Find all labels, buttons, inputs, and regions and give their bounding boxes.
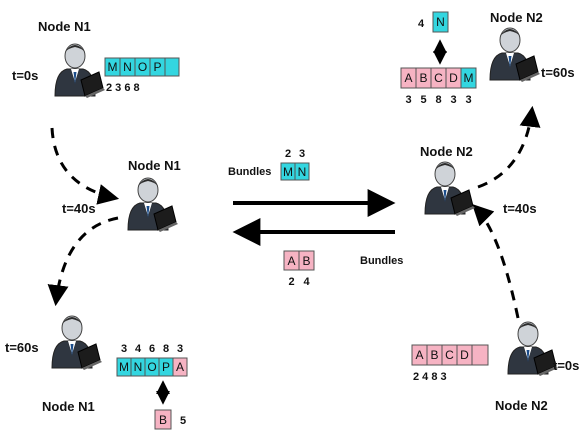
buffer-tl-cell-text: M [108,60,118,74]
node-label-mr: Node N2 [420,144,473,159]
time-label-bl: t=60s [5,340,39,355]
node-icon-br [507,321,559,377]
exchange-to-n1-cell-text: B [302,254,310,268]
node-icon-ml [127,177,179,233]
node-label-br: Node N2 [495,398,548,413]
buffer-tl-cell-text: N [123,60,132,74]
buffer-bl-cell-text: N [134,360,143,374]
buffer-tr-number: 5 [420,94,426,106]
dropped-bundle-bl: B 5 [154,409,186,430]
buffer-bl-number: 3 [121,343,127,355]
node-label-ml: Node N1 [128,158,181,173]
time-label-ml: t=40s [62,201,96,216]
exchange-to-n1-cell [298,250,315,271]
buffer-bl-cell-text: M [119,360,129,374]
node-label-tl: Node N1 [38,19,91,34]
buffer-br-cell [471,344,489,366]
buffer-bl-cell [172,357,188,377]
time-label-mr: t=40s [503,201,537,216]
node-icon-tl [54,43,106,99]
node-icon-tr [489,27,541,83]
flow-arrow-n1-40-to-60 [47,216,119,307]
flow-arrow-n2-0-to-40 [472,204,520,319]
buffer-tr-cell-text: M [464,71,474,85]
buffer-br-cell-text: C [445,348,454,362]
buffer-tl-cell-text: O [138,60,147,74]
buffer-bl-cell-text: O [147,360,156,374]
buffer-br-cell-text: D [460,348,469,362]
buffer-br: A B C D 2 4 8 3 [411,344,489,383]
exchange-label-to-n2: Bundles [228,166,271,178]
buffer-bl-number: 6 [149,343,155,355]
node-label-tr: Node N2 [490,10,543,25]
buffer-tr-number: 3 [450,94,456,106]
buffer-tr-cell-text: B [419,71,427,85]
buffer-tr-number: 3 [405,94,411,106]
exchange-to-n2-cell [294,162,310,181]
dropped-tr-cell [432,11,449,33]
buffer-tr-number: 3 [465,94,471,106]
dropped-bl-cell-text: B [159,413,167,427]
exchange-bundles-to-n2: M N 2 3 [280,148,310,181]
node-label-bl: Node N1 [42,399,95,414]
dropped-tr-number: 4 [418,18,425,30]
buffer-tl: M N O P 2 3 6 8 [104,57,180,94]
dropped-bl-number: 5 [180,415,186,427]
buffer-tl-cell [164,57,180,77]
buffer-br-cell-text: B [430,348,438,362]
exchange-to-n1-cell-text: A [287,254,295,268]
dropped-tr-cell-text: N [436,15,445,29]
exchange-to-n1-number: 2 [288,276,294,288]
buffer-tl-numbers: 2 3 6 8 [106,82,140,94]
buffer-br-numbers: 2 4 8 3 [413,371,447,383]
exchange-bundles-to-n1: A B 2 4 [283,250,315,288]
time-label-tl: t=0s [12,68,38,83]
exchange-to-n2-cell-text: M [283,165,293,179]
buffer-bl-number: 3 [177,343,183,355]
buffer-br-cell-text: A [415,348,423,362]
buffer-tr: A B C D M 3 5 8 3 3 [400,67,477,106]
dropped-bl-cell [154,409,172,430]
node-icon-mr [424,161,476,217]
exchange-to-n1-number: 4 [303,276,310,288]
dropped-bundle-tr: N 4 [418,11,449,33]
exchange-to-n2-number: 2 [285,148,291,160]
flow-arrow-n2-40-to-60 [477,105,541,189]
node-icon-bl [51,315,103,371]
buffer-tr-cell [460,67,477,89]
buffer-tr-cell-text: C [434,71,443,85]
buffer-bl-cell-text: A [176,360,184,374]
time-label-tr: t=60s [541,65,575,80]
buffer-bl-number: 8 [163,343,169,355]
exchange-to-n2-cell-text: N [298,165,307,179]
time-label-br: t=0s [553,358,579,373]
buffer-bl: M N O P A 3 4 6 8 3 [116,343,188,377]
buffer-tr-cell-text: A [404,71,412,85]
buffer-tl-cell-text: P [153,60,161,74]
exchange-label-to-n1: Bundles [360,255,403,267]
exchange-to-n2-number: 3 [299,148,305,160]
buffer-tr-cell-text: D [449,71,458,85]
buffer-bl-cell-text: P [162,360,170,374]
buffer-bl-number: 4 [135,343,142,355]
flow-arrow-n1-0-to-40 [50,127,120,205]
buffer-tr-number: 8 [435,94,441,106]
